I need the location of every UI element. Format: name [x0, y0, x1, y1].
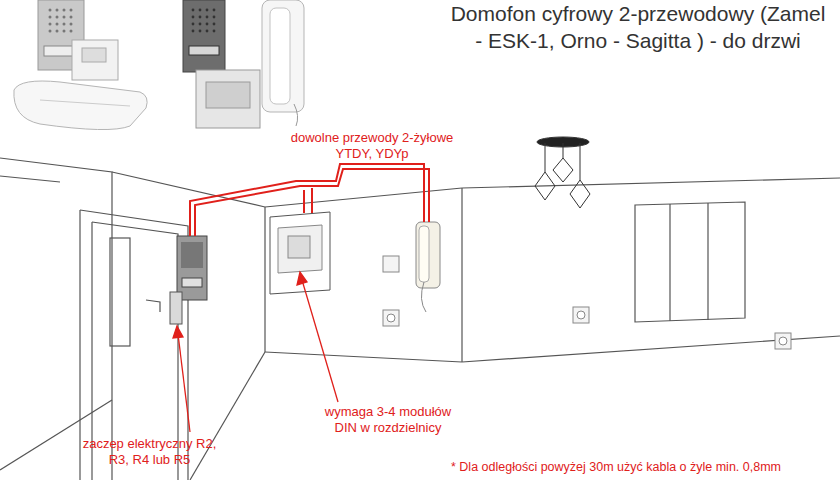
ceiling-lamp: [535, 137, 590, 208]
din-note: wymaga 3-4 modułów DIN w rozdzielnicy: [318, 404, 458, 436]
diagram-title: Domofon cyfrowy 2-przewodowy (Zamel - ES…: [440, 0, 836, 54]
din-cabinet: [270, 212, 330, 294]
leader-lines: [173, 272, 338, 432]
product-photos: [14, 0, 304, 130]
handset: [416, 222, 440, 312]
strike-note: zaczep elektryczny R2, R3, R4 lub R5: [82, 436, 217, 468]
wires: [190, 164, 429, 236]
door-panel: [170, 236, 207, 324]
sockets: [383, 256, 791, 349]
footnote: * Dla odległości powyżej 30m użyć kabla …: [396, 459, 836, 475]
wire-note: dowolne przewody 2-żyłowe YTDY, YDYp: [282, 130, 462, 162]
room-lines: [0, 158, 840, 480]
